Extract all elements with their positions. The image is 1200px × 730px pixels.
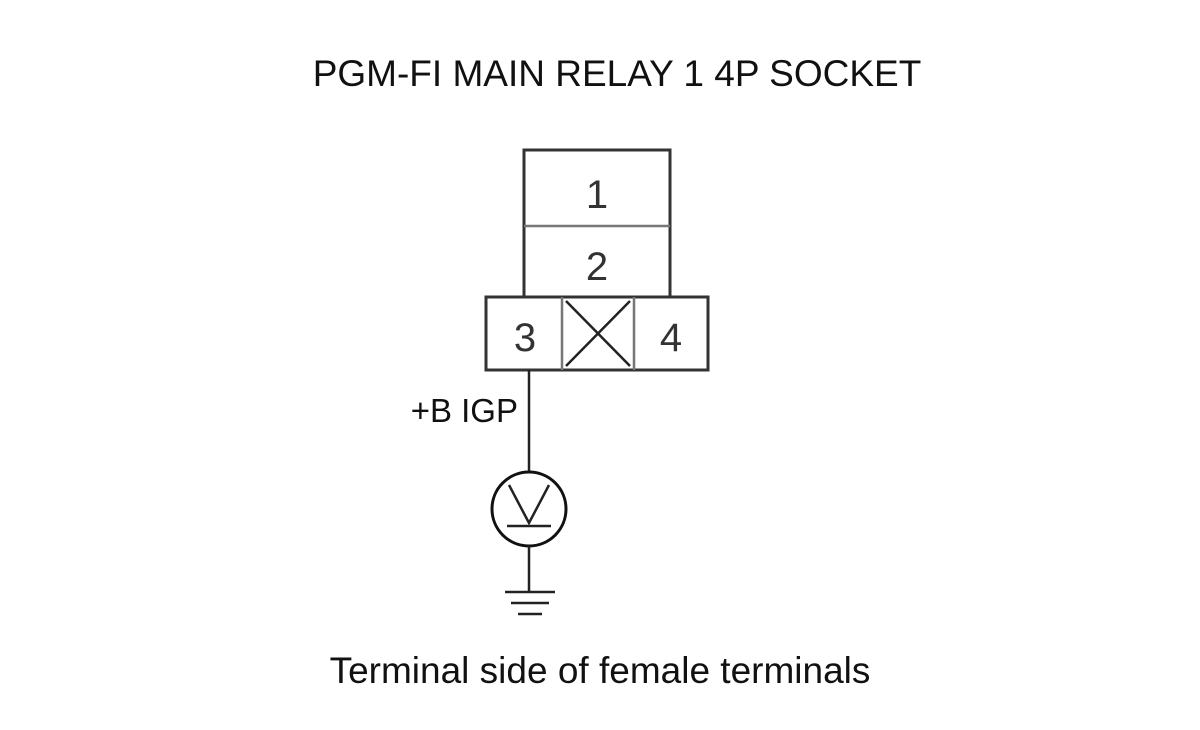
wire-label: +B IGP (411, 392, 518, 429)
terminal-4-label: 4 (660, 316, 682, 360)
diagram-title: PGM-FI MAIN RELAY 1 4P SOCKET (313, 53, 922, 94)
terminal-1-label: 1 (586, 173, 608, 217)
connector-4p: 1 2 3 4 (484, 148, 710, 372)
voltmeter-icon (490, 470, 568, 548)
diagram-caption: Terminal side of female terminals (330, 650, 871, 691)
terminal-3-label: 3 (514, 316, 536, 360)
blocked-cavity-icon (565, 300, 631, 367)
terminal-2-label: 2 (586, 245, 608, 289)
ground-icon (505, 590, 555, 616)
